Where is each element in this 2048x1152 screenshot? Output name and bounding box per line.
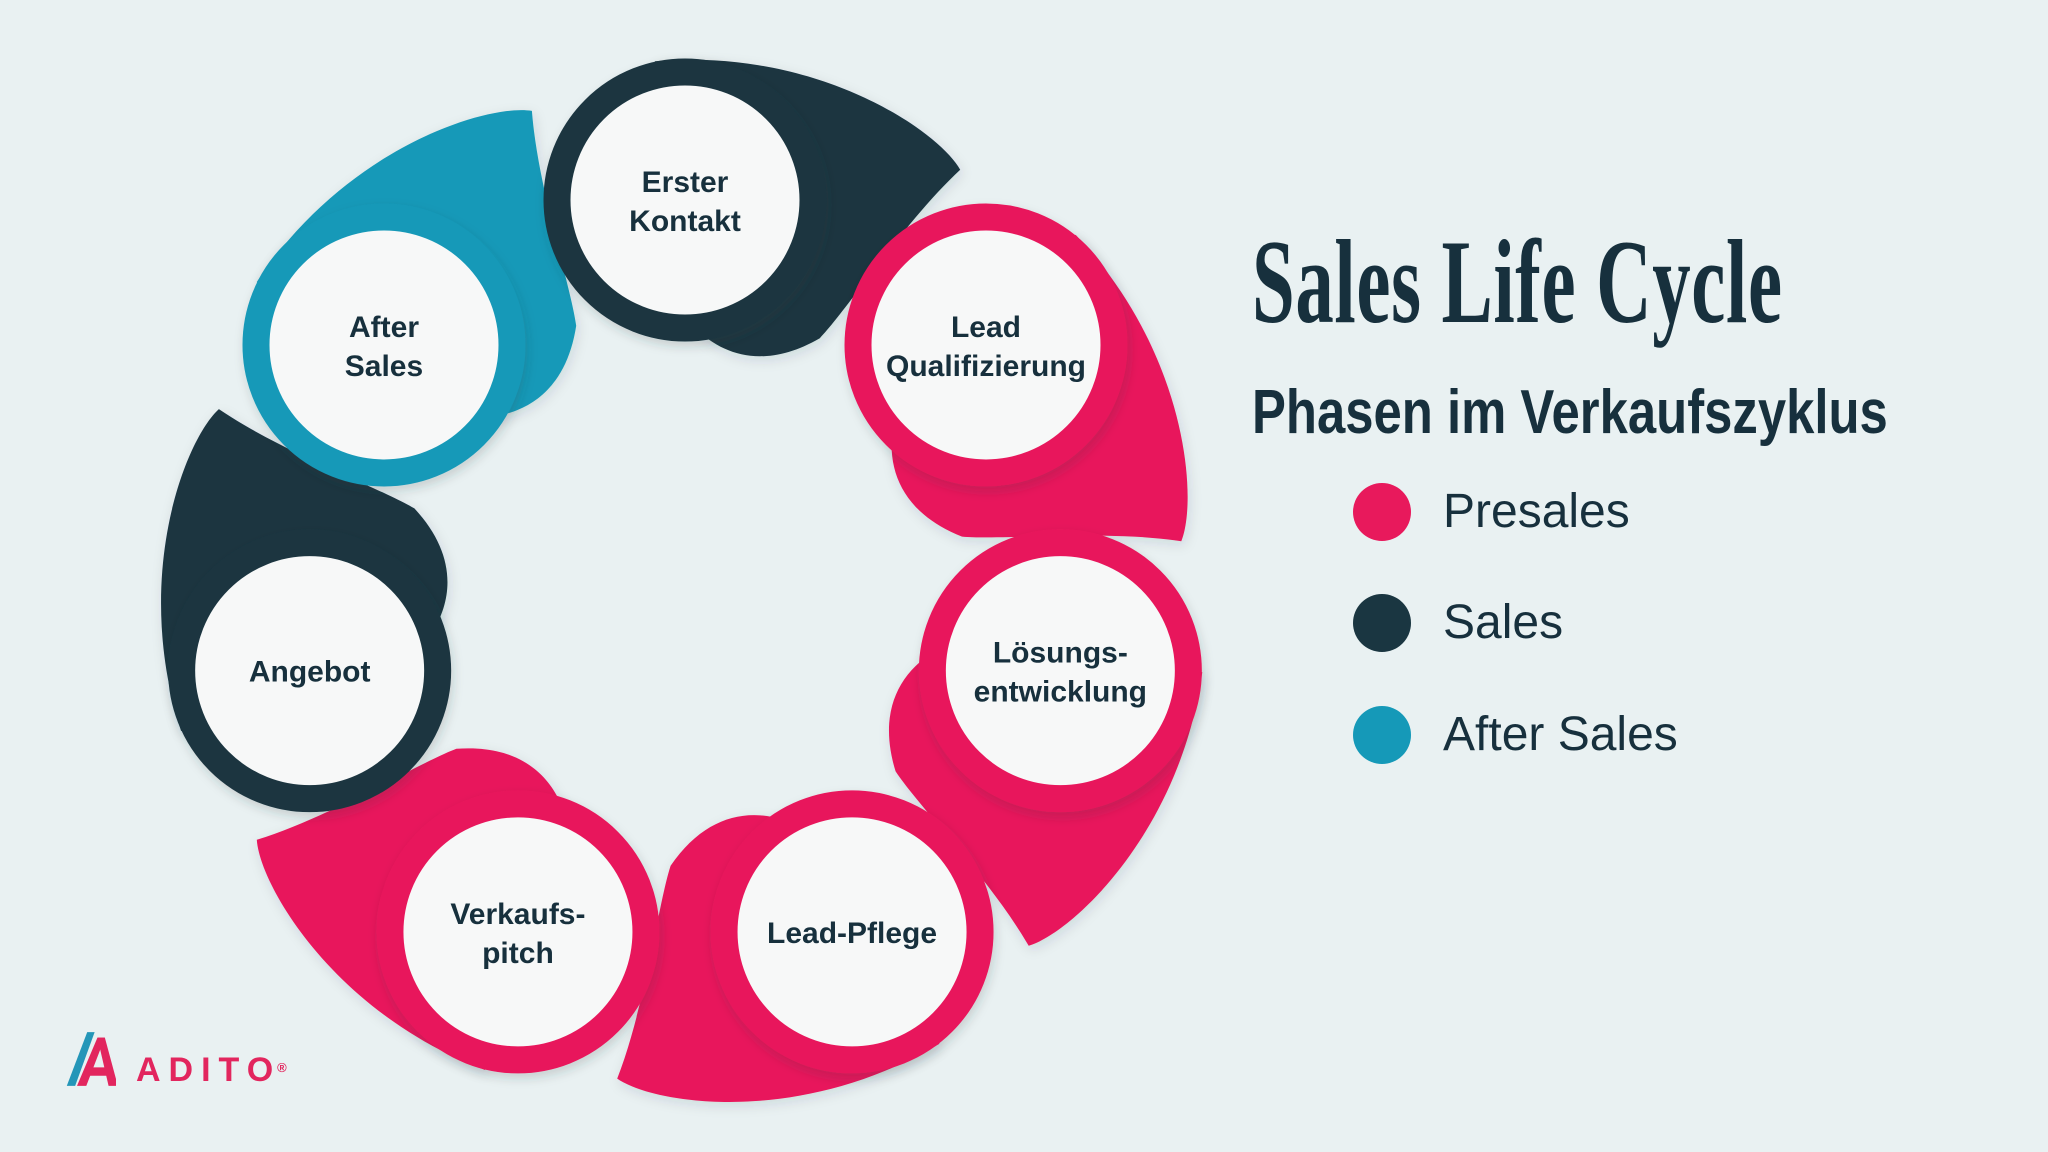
cycle-node-lead-qualifizierung	[844, 203, 1128, 487]
cycle-node-verkaufspitch	[376, 790, 660, 1074]
cycle-node-label-angebot-line1: Angebot	[249, 656, 371, 689]
adito-logo-text: ADITO	[136, 1051, 282, 1089]
legend-dot-after-sales	[1353, 706, 1411, 764]
legend-label-sales: Sales	[1443, 596, 1564, 649]
legend-row-presales: Presales	[1353, 483, 1630, 541]
adito-logo: ADITO ®	[64, 1030, 287, 1088]
cycle-node-label-lead-qualifizierung-line2: Qualifizierung	[886, 350, 1086, 383]
cycle-node-l-sungsentwicklung	[918, 529, 1202, 813]
cycle-node-label-verkaufspitch-line1: Verkaufs-	[450, 898, 585, 931]
cycle-node-label-lead-pflege-line1: Lead-Pflege	[767, 917, 937, 950]
adito-logo-mark	[66, 1032, 116, 1086]
cycle-node-label-l-sungsentwicklung-line1: Lösungs-	[993, 637, 1128, 670]
legend-dot-sales	[1353, 594, 1411, 652]
cycle-node-lead-pflege	[710, 790, 994, 1074]
cycle-node-label-after-sales-line1: After	[349, 311, 419, 344]
cycle-nodes: ErsterKontaktLeadQualifizierungLösungs-e…	[168, 58, 1202, 1074]
page-title: Sales Life Cycle	[1252, 215, 1783, 348]
cycle-node-angebot	[168, 529, 452, 813]
adito-logo-mark-pink-a	[77, 1037, 116, 1086]
legend-dot-presales	[1353, 483, 1411, 541]
page-subtitle: Phasen im Verkaufszyklus	[1252, 378, 1888, 447]
cycle-node-label-erster-kontakt-line1: Erster	[642, 166, 729, 199]
cycle-node-label-verkaufspitch-line2: pitch	[482, 937, 554, 970]
legend-row-after-sales: After Sales	[1353, 706, 1678, 764]
registered-trademark-icon: ®	[277, 1060, 287, 1075]
legend-label-presales: Presales	[1443, 485, 1630, 538]
cycle-node-label-erster-kontakt-line2: Kontakt	[629, 205, 741, 238]
cycle-node-label-l-sungsentwicklung-line2: entwicklung	[974, 676, 1147, 709]
legend-row-sales: Sales	[1353, 594, 1563, 652]
cycle-node-erster-kontakt	[543, 58, 827, 342]
cycle-node-label-lead-qualifizierung-line1: Lead	[951, 311, 1021, 344]
cycle-node-label-after-sales-line2: Sales	[345, 350, 423, 383]
sales-cycle-diagram: ErsterKontaktLeadQualifizierungLösungs-e…	[161, 58, 1203, 1102]
cycle-node-after-sales	[242, 203, 526, 487]
adito-logo-mark-teal-stroke	[66, 1032, 95, 1086]
legend-label-after-sales: After Sales	[1443, 708, 1678, 761]
